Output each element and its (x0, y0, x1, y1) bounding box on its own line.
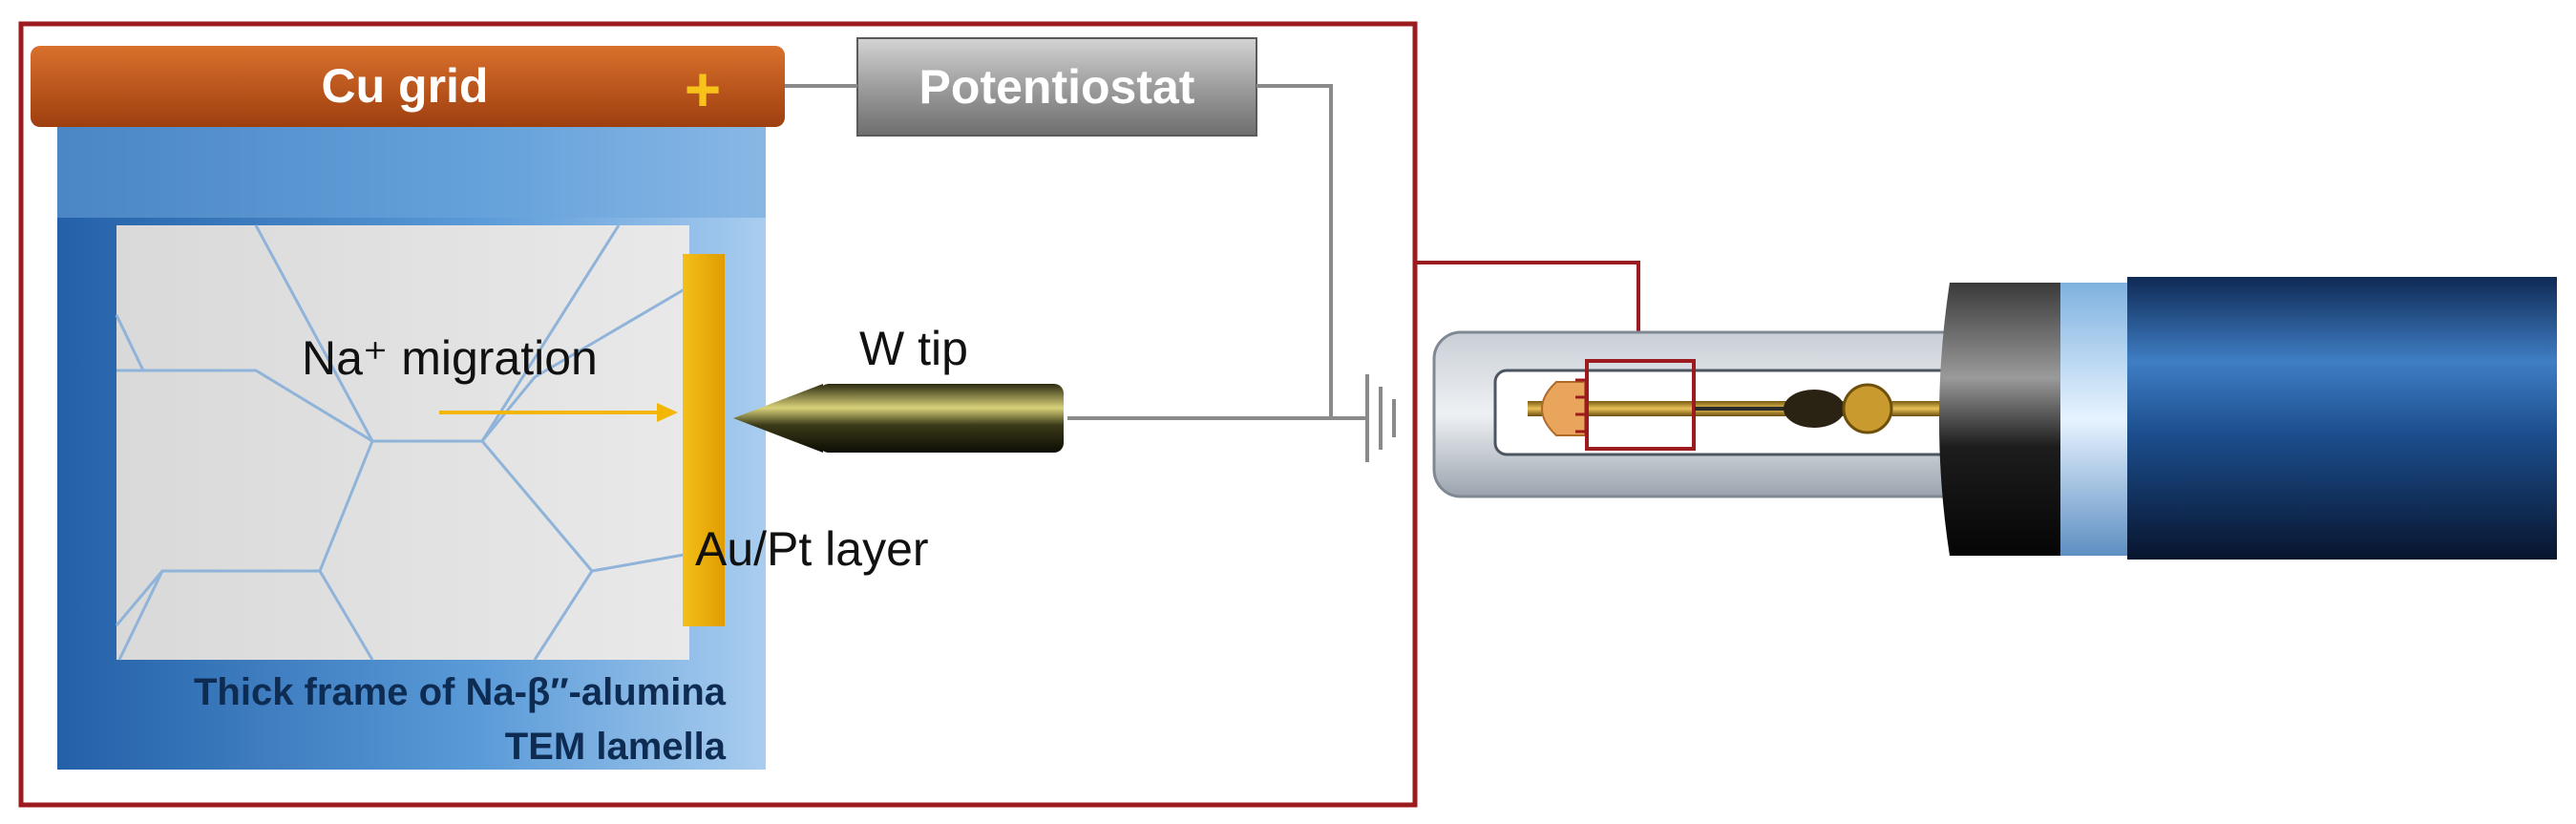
inset-connector (1415, 261, 1640, 344)
frame-top-lighter (57, 122, 766, 218)
potentiostat-label: Potentiostat (919, 60, 1195, 114)
holder-tip-mount (1784, 390, 1845, 428)
holder-inset-marker (1585, 359, 1696, 451)
holder-ring (2060, 283, 2127, 556)
w-tip-body (819, 384, 1064, 453)
holder-ball (1842, 383, 1893, 434)
frame-caption-line1: Thick frame of Na-β′′-alumina (194, 671, 727, 713)
cu-grid-bar (31, 46, 785, 127)
au-pt-layer-label: Au/Pt layer (695, 522, 929, 576)
au-pt-layer (683, 254, 725, 626)
grain-boundaries (115, 224, 690, 661)
migration-arrowhead (657, 403, 678, 422)
holder-sample-clip (1541, 381, 1586, 436)
frame-caption-line2: TEM lamella (505, 726, 727, 768)
w-tip-label: W tip (859, 322, 968, 375)
ground-symbol (1365, 374, 1396, 462)
holder-end-cap (1939, 283, 2062, 556)
cu-grid-label: Cu grid (322, 59, 489, 113)
inset-border (18, 21, 1418, 808)
na-migration-label: Na⁺ migration (302, 331, 598, 385)
tem-holder (1432, 277, 2557, 560)
circuit-wires (785, 84, 1367, 420)
holder-marker-ticks (1575, 378, 1587, 433)
plus-sign: + (685, 53, 722, 124)
w-tip-cone (733, 384, 823, 453)
holder-handle (2127, 277, 2557, 560)
